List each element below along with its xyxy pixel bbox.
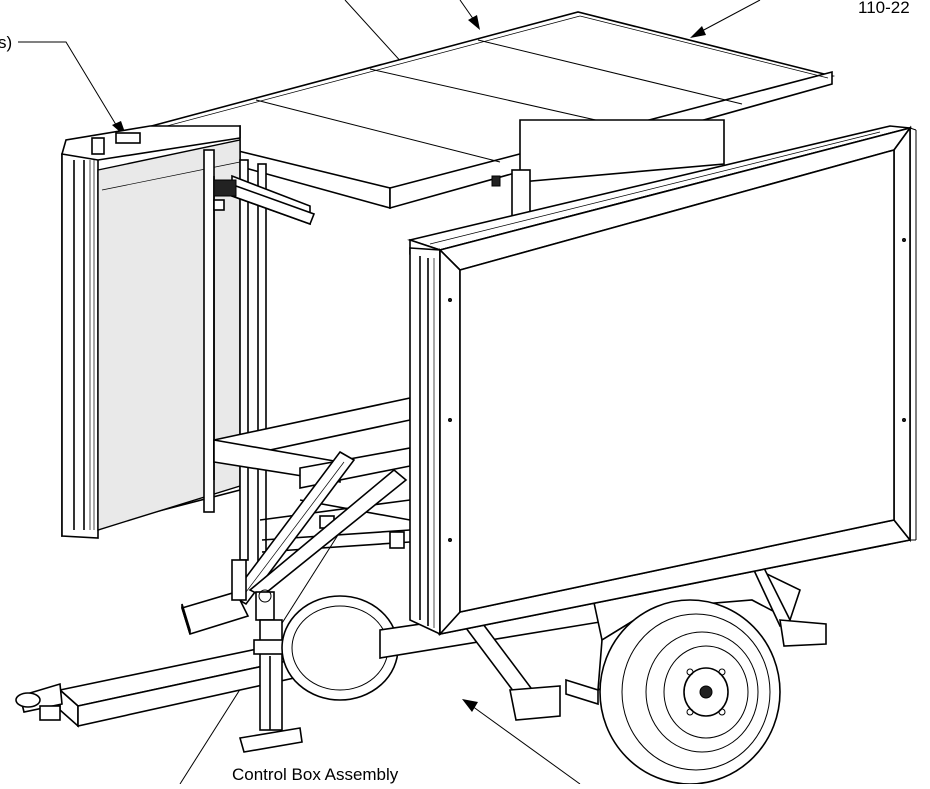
- outrigger-left: [180, 450, 408, 636]
- arrow-bottom-right: [462, 699, 478, 712]
- arrow-top-right: [690, 26, 706, 38]
- label-top-left: s): [0, 33, 12, 52]
- label-top-right: 110-22: [858, 0, 910, 17]
- leader-lines: [18, 0, 761, 785]
- leader-bottom-right: [471, 705, 581, 785]
- leader-top-left: [18, 41, 119, 129]
- leader-top-right: [699, 0, 761, 33]
- frame-posts: [203, 119, 725, 605]
- leader-top-panel: [459, 0, 475, 21]
- callout-labels: s) 110-22 Control Box Assembly: [0, 0, 910, 784]
- right-sign-cabinet: [407, 125, 917, 637]
- arrow-top-panel: [468, 15, 480, 30]
- label-control-box: Control Box Assembly: [232, 765, 399, 784]
